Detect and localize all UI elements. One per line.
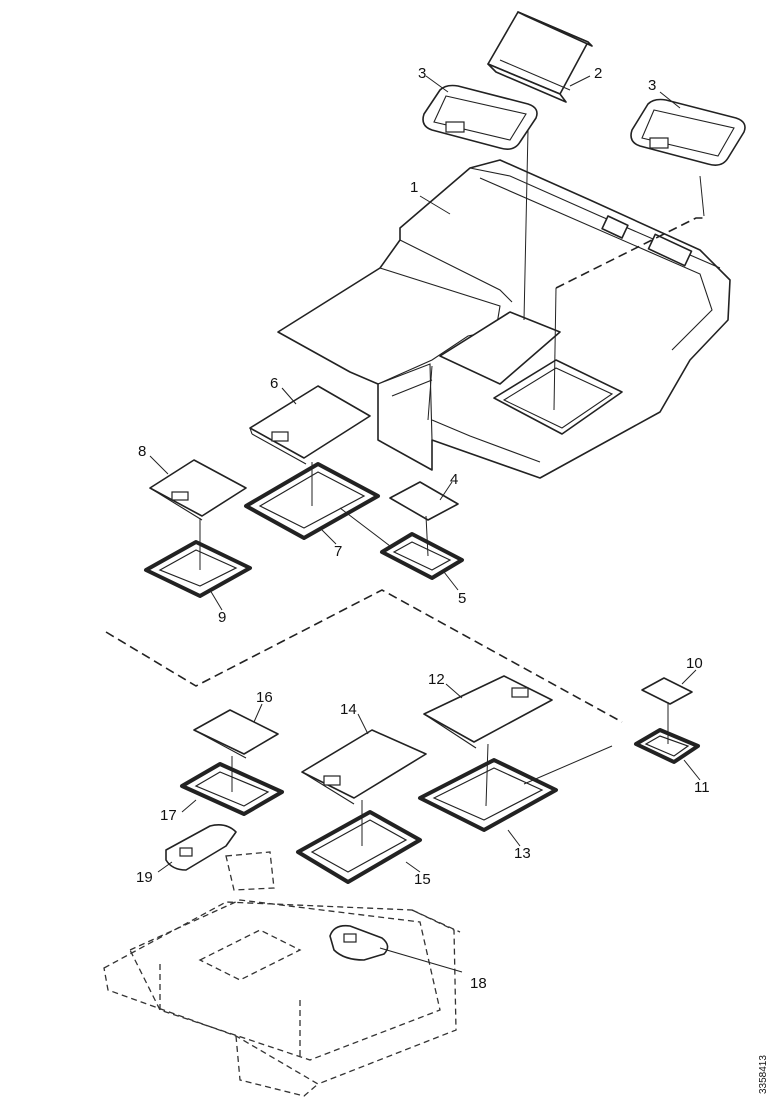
callout-19: 19 <box>136 869 153 886</box>
callout-8: 8 <box>138 443 146 460</box>
callout-15: 15 <box>414 871 431 888</box>
figure-reference-code: 3358413 <box>758 1055 769 1094</box>
callout-9: 9 <box>218 609 226 626</box>
part-3-left-lid <box>422 84 538 150</box>
callout-4: 4 <box>450 471 458 488</box>
callout-1: 1 <box>410 179 418 196</box>
part-9-frame <box>144 540 252 598</box>
callout-14: 14 <box>340 701 357 718</box>
callout-11: 11 <box>694 779 710 796</box>
part-10-lid <box>641 677 693 705</box>
callout-18: 18 <box>470 975 487 992</box>
part-12-lid <box>423 675 553 749</box>
callout-17: 17 <box>160 807 177 824</box>
callout-12: 12 <box>428 671 445 688</box>
part-13-frame <box>418 758 558 832</box>
part-14-lid <box>301 729 427 805</box>
part-16-lid <box>193 709 279 759</box>
callout-labels: 1 2 3 3 4 5 6 7 8 9 10 11 12 13 14 15 16… <box>136 65 710 992</box>
callout-6: 6 <box>270 375 278 392</box>
callout-13: 13 <box>514 845 531 862</box>
part-11-frame <box>634 728 700 764</box>
callout-2: 2 <box>594 65 602 82</box>
callout-3-left: 3 <box>418 65 426 82</box>
part-6-lid <box>249 385 371 465</box>
part-8-lid <box>149 459 247 521</box>
phantom-vehicle-outline <box>103 851 461 1097</box>
leader-lines <box>149 75 705 973</box>
part-19-hatch <box>165 824 237 871</box>
part-2-bracket <box>487 11 593 103</box>
callout-5: 5 <box>458 590 466 607</box>
callout-7: 7 <box>334 543 342 560</box>
part-15-frame <box>296 810 422 884</box>
part-1-floor-panel <box>277 159 731 479</box>
assembly-chain-line <box>105 217 706 723</box>
part-5-frame <box>380 532 464 580</box>
part-3-right-lid <box>630 98 746 166</box>
part-18-hatch <box>329 924 389 961</box>
part-4-lid <box>389 481 459 521</box>
callout-16: 16 <box>256 689 273 706</box>
callout-3-right: 3 <box>648 77 656 94</box>
callout-10: 10 <box>686 655 703 672</box>
